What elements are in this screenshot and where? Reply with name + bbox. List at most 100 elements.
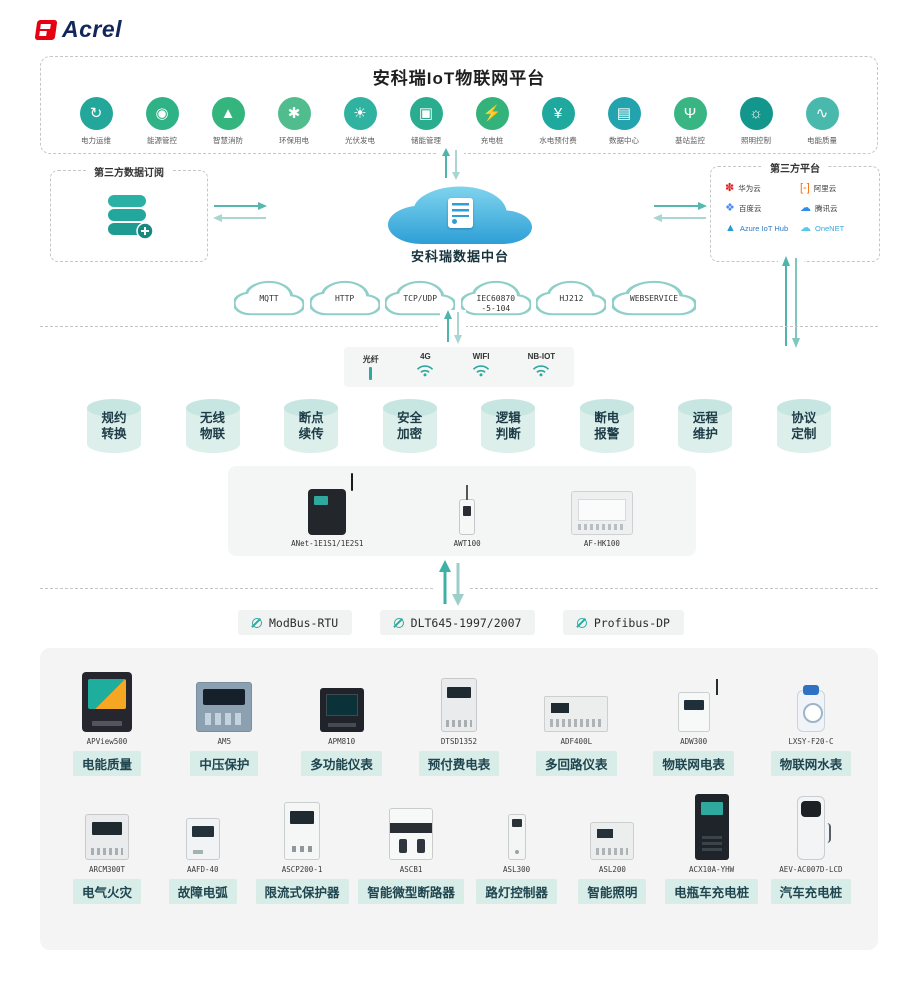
vendor-huawei-cloud: ✽ 华为云 [725, 183, 790, 194]
device-model: ARCM300T [88, 865, 126, 874]
app-power-quality: ∿ 电能质量 [793, 97, 851, 146]
protocol-name: TCP/UDP [403, 294, 438, 304]
app-glyph: ☀ [353, 105, 367, 122]
device-image [196, 664, 253, 732]
fieldbus-protocol-name: Profibus-DP [593, 615, 670, 630]
device-graphic [570, 491, 633, 535]
gateway-model: AF-HK100 [583, 539, 620, 548]
app-power-ops: ↻ 电力运维 [67, 97, 125, 146]
database-icon [51, 193, 207, 241]
device-graphic [694, 794, 729, 860]
cloud-outline-icon [309, 280, 380, 316]
device-model: LXSY-F20-C [788, 737, 834, 746]
gateway-awt100: AWT100 [454, 479, 481, 548]
device-card: ASL300 路灯控制器 [474, 792, 560, 904]
protocol-name: IEC60870 -5-104 [476, 294, 516, 313]
app-eco-power: ✱ 环保用电 [265, 97, 323, 146]
device-category-chip: 物联网水表 [770, 751, 852, 776]
device-category-chip: 多回路仪表 [536, 751, 617, 776]
device-category-chip: 智能微型断路器 [358, 879, 464, 904]
device-graphic [544, 696, 609, 732]
device-card: ASCP200-1 限流式保护器 [255, 792, 349, 904]
capability-label: 断点 续传 [298, 410, 324, 441]
wifi-icon [416, 363, 434, 382]
app-glyph: ⚡ [482, 105, 502, 122]
app-glyph: ◉ [155, 105, 169, 122]
app-circle-icon: ⚡ [475, 97, 509, 130]
device-graphic [284, 802, 321, 860]
device-category-chip: 中压保护 [190, 751, 259, 776]
device-card: LXSY-F20-C 物联网水表 [768, 664, 854, 776]
device-graphic [308, 473, 354, 535]
app-circle-icon: ▣ [409, 97, 443, 130]
app-circle-icon: ✱ [277, 97, 311, 130]
app-label: 电力运维 [81, 136, 111, 145]
device-graphic [82, 672, 132, 732]
app-label: 光伏发电 [345, 136, 375, 145]
fieldbus-protocol-name: ModBus-RTU [269, 615, 339, 630]
app-glyph: ▣ [418, 105, 434, 122]
gateway-model: ANet-1E1S1/1E2S1 [291, 539, 364, 548]
device-card: APM810 多功能仪表 [299, 664, 385, 776]
cylinder-icon [87, 399, 141, 453]
device-graphic [590, 822, 635, 860]
cylinder-icon [776, 399, 831, 453]
data-platform-label: 安科瑞数据中台 [410, 249, 509, 264]
capability-label: 逻辑 判断 [495, 410, 521, 441]
device-image [82, 664, 132, 732]
app-glyph: ☼ [749, 105, 763, 122]
device-category-chip: 预付费电表 [418, 751, 500, 776]
device-graphic [196, 682, 253, 732]
app-pv-generation: ☀ 光伏发电 [331, 97, 389, 146]
app-circle-icon: ☼ [739, 97, 773, 130]
device-image [796, 792, 831, 860]
device-row-1: APView500 电能质量 AM5 中压保护 APM810 [40, 664, 878, 776]
capability-cylinder: 远程 维护 [677, 398, 733, 454]
capability-cylinder: 断点 续传 [283, 398, 339, 454]
fieldbus-protocol-name: DLT645-1997/2007 [410, 615, 522, 630]
device-model: ACX10A-YHW [689, 865, 735, 874]
capability-label: 协议 定制 [791, 410, 817, 441]
cylinder-icon [284, 399, 339, 453]
device-card: ARCM300T 电气火灾 [64, 792, 150, 904]
third-party-platform-title: 第三方平台 [763, 160, 827, 175]
protocol-name: WEBSERVICE [629, 294, 679, 304]
vendor-name: 腾讯云 [815, 204, 838, 213]
cylinder-icon [185, 399, 240, 453]
device-model: AM5 [217, 737, 232, 746]
device-image [544, 664, 609, 732]
cloud-outline-icon [536, 280, 607, 316]
app-label: 智慧消防 [213, 136, 243, 145]
device-card: AAFD-40 故障电弧 [160, 792, 246, 904]
cloud-outline-icon [460, 280, 531, 316]
device-image [85, 792, 129, 860]
conn-nb-iot: NB-IOT [528, 352, 555, 382]
platform-app-list: ↻ 电力运维 ◉ 能源管控 ▲ 智慧消防 [41, 89, 877, 146]
app-glyph: ▲ [220, 105, 236, 122]
device-image [796, 664, 825, 732]
device-card: APView500 电能质量 [64, 664, 150, 776]
capability-cylinder: 规约 转换 [86, 398, 142, 454]
device-card: ASL200 智能照明 [569, 792, 655, 904]
vendor-logo-icon: ❖ [725, 202, 735, 214]
device-card: ADF400L 多回路仪表 [533, 664, 619, 776]
device-card: ACX10A-YHW 电瓶车充电桩 [665, 792, 759, 904]
third-party-platform-box: 第三方平台 ✽ 华为云 [-] 阿里云 ❖ 百度云 ☁ [710, 160, 880, 262]
device-image [389, 792, 434, 860]
protocol-cloud: WEBSERVICE [611, 276, 696, 316]
device-category-chip: 路灯控制器 [476, 879, 557, 904]
vendor-logo-icon: ☁ [800, 202, 811, 214]
capability-label: 断电 报警 [594, 410, 620, 441]
device-image [507, 792, 526, 860]
app-glyph: Ψ [683, 105, 697, 122]
vendor-name: 华为云 [738, 184, 761, 193]
device-model: ASL200 [598, 865, 626, 874]
vendor-tencent-cloud: ☁ 腾讯云 [800, 203, 865, 214]
wifi-icon [472, 363, 490, 382]
protocol-cloud: HJ212 [536, 276, 607, 316]
device-model: DTSD1352 [440, 737, 478, 746]
cloud-vendor-list: ✽ 华为云 [-] 阿里云 ❖ 百度云 ☁ 腾讯云 [711, 167, 879, 234]
protocol-cloud: HTTP [309, 276, 380, 316]
vendor-baidu-cloud: ❖ 百度云 [725, 203, 790, 214]
left-right-arrow-thirdparty [652, 200, 708, 224]
